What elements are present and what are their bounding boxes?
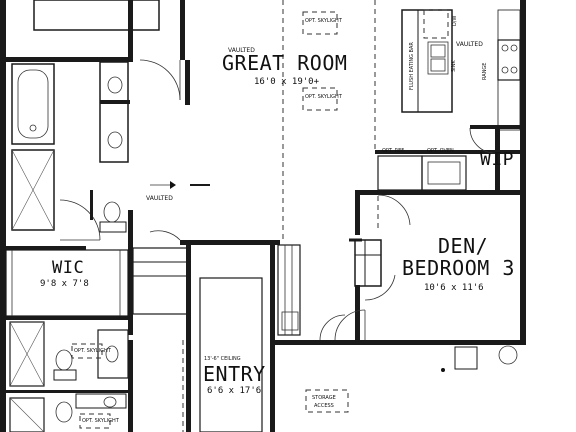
skylight-label: OPT. SKYLIGHT bbox=[82, 418, 120, 424]
skylight-label: OPT. SKYLIGHT bbox=[305, 18, 343, 24]
great-room-dims: 16'0 x 19'0+ bbox=[254, 77, 320, 87]
access-label: ACCESS bbox=[314, 403, 334, 409]
entry-name: ENTRY bbox=[203, 362, 266, 386]
lower-baths: OPT. SKYLIGHT OPT. SKYLIGHT bbox=[9, 321, 129, 432]
hall-niche bbox=[277, 244, 346, 341]
kitchen-vaulted: VAULTED bbox=[456, 41, 483, 48]
skylight-label: OPT. SKYLIGHT bbox=[74, 348, 112, 354]
entry-ceiling-note: 13'-6" CEILING bbox=[204, 356, 241, 362]
opt-ref-label: OPT. REF. bbox=[382, 148, 405, 154]
den-name-line1: DEN/ bbox=[438, 234, 488, 258]
walls bbox=[0, 0, 526, 432]
opt-oven-label: OPT. OVEN bbox=[427, 148, 454, 154]
top-left-room bbox=[33, 0, 160, 31]
great-room-name: GREAT ROOM bbox=[222, 51, 347, 75]
vaulted-bath-note: VAULTED bbox=[146, 195, 173, 202]
kitchen: FLUSH EATING BAR SINK D/W VAULTED RANGE … bbox=[377, 9, 521, 230]
sink-label: SINK bbox=[451, 60, 457, 72]
wic-name: WIC bbox=[52, 258, 84, 278]
storage-label: STORAGE bbox=[312, 395, 336, 401]
entry: 13'-6" CEILING ENTRY 6'6 x 17'6 bbox=[182, 277, 266, 432]
den-dims: 10'6 x 11'6 bbox=[424, 283, 484, 293]
great-room-note: VAULTED bbox=[228, 47, 255, 54]
entry-dims: 6'6 x 17'6 bbox=[207, 386, 261, 396]
wip-name: WIP bbox=[480, 149, 514, 170]
flush-bar-label: FLUSH EATING BAR bbox=[409, 42, 415, 90]
wic-dims: 9'8 x 7'8 bbox=[40, 279, 89, 289]
range-label: RANGE bbox=[482, 63, 488, 80]
skylight-label: OPT. SKYLIGHT bbox=[305, 94, 343, 100]
master-bath bbox=[11, 61, 129, 241]
den-bedroom-3: DEN/ BEDROOM 3 10'6 x 11'6 bbox=[334, 234, 515, 341]
dw-label: D/W bbox=[452, 15, 458, 26]
den-name-line2: BEDROOM 3 bbox=[402, 256, 515, 280]
great-room: OPT. SKYLIGHT OPT. SKYLIGHT VAULTED GREA… bbox=[132, 0, 376, 315]
wic-room: WIC 9'8 x 7'8 bbox=[5, 249, 129, 317]
garage: STORAGE ACCESS bbox=[305, 345, 518, 413]
